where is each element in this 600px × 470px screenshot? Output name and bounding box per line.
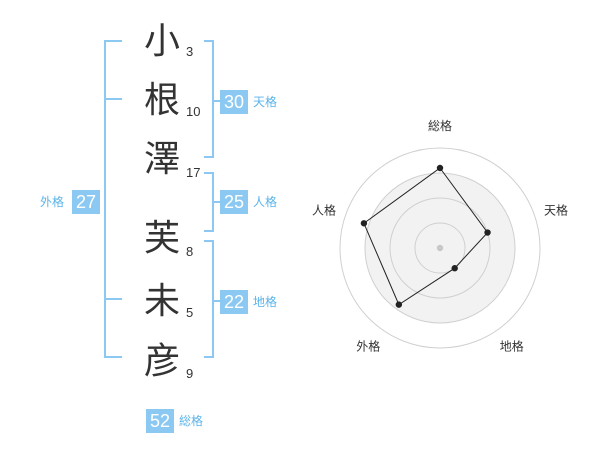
given-char-3: 彦 bbox=[143, 341, 180, 382]
stroke-count-1: 3 bbox=[186, 44, 194, 59]
gaikaku-bracket-top bbox=[104, 40, 122, 42]
given-char-1: 芙 bbox=[143, 218, 180, 259]
chikaku-connector bbox=[212, 300, 222, 302]
radar-axis-label: 地格 bbox=[500, 339, 524, 354]
gaikaku-label: 外格 bbox=[40, 195, 65, 209]
soukaku-value-badge: 52 bbox=[146, 409, 174, 433]
radar-ring bbox=[389, 197, 491, 299]
surname-char-2: 根 bbox=[143, 80, 180, 121]
chikaku-label: 地格 bbox=[253, 295, 278, 309]
tenkaku-label: 天格 bbox=[253, 95, 278, 109]
jinkaku-connector bbox=[212, 201, 222, 203]
chikaku-bracket bbox=[212, 240, 214, 358]
radar-point bbox=[484, 229, 491, 236]
surname-char-1: 小 bbox=[143, 21, 180, 62]
tenkaku-bracket bbox=[212, 40, 214, 158]
chikaku-bracket-bottom bbox=[204, 356, 214, 358]
chikaku-bracket-top bbox=[204, 240, 214, 242]
gaikaku-value-badge: 27 bbox=[72, 190, 100, 214]
jinkaku-bracket-bottom bbox=[204, 230, 214, 232]
radar-axis-label: 総格 bbox=[428, 118, 452, 133]
gaikaku-bracket bbox=[104, 40, 106, 358]
jinkaku-label: 人格 bbox=[253, 195, 278, 209]
radar-ring bbox=[364, 172, 516, 324]
radar-ring bbox=[339, 147, 541, 349]
tenkaku-connector bbox=[212, 100, 222, 102]
jinkaku-value-badge: 25 bbox=[220, 190, 248, 214]
stroke-count-3: 17 bbox=[186, 165, 201, 180]
stroke-count-2: 10 bbox=[186, 104, 201, 119]
given-char-2: 未 bbox=[143, 281, 180, 322]
radar-point bbox=[395, 301, 403, 308]
radar-axis-label: 人格 bbox=[312, 202, 336, 217]
jinkaku-bracket-top bbox=[204, 172, 214, 174]
gaikaku-bracket-tick-2 bbox=[104, 298, 122, 300]
radar-ring bbox=[414, 222, 466, 274]
radar-center-dot bbox=[436, 244, 444, 252]
chikaku-value-badge: 22 bbox=[220, 290, 248, 314]
radar-series-polygon bbox=[363, 167, 489, 306]
radar-point bbox=[436, 164, 444, 172]
surname-char-3: 澤 bbox=[143, 139, 180, 180]
tenkaku-value-badge: 30 bbox=[220, 90, 248, 114]
stroke-count-4: 8 bbox=[186, 244, 194, 259]
gaikaku-bracket-bottom bbox=[104, 356, 122, 358]
radar-axis-label: 天格 bbox=[544, 202, 568, 217]
tenkaku-bracket-top bbox=[204, 40, 214, 42]
radar-point bbox=[360, 220, 368, 227]
stroke-count-6: 9 bbox=[186, 366, 194, 381]
radar-axis-label: 外格 bbox=[356, 339, 380, 354]
tenkaku-bracket-bottom bbox=[204, 156, 214, 158]
soukaku-label: 総格 bbox=[179, 414, 204, 428]
gaikaku-bracket-tick-1 bbox=[104, 98, 122, 100]
stroke-count-5: 5 bbox=[186, 305, 194, 320]
radar-point bbox=[451, 265, 458, 272]
